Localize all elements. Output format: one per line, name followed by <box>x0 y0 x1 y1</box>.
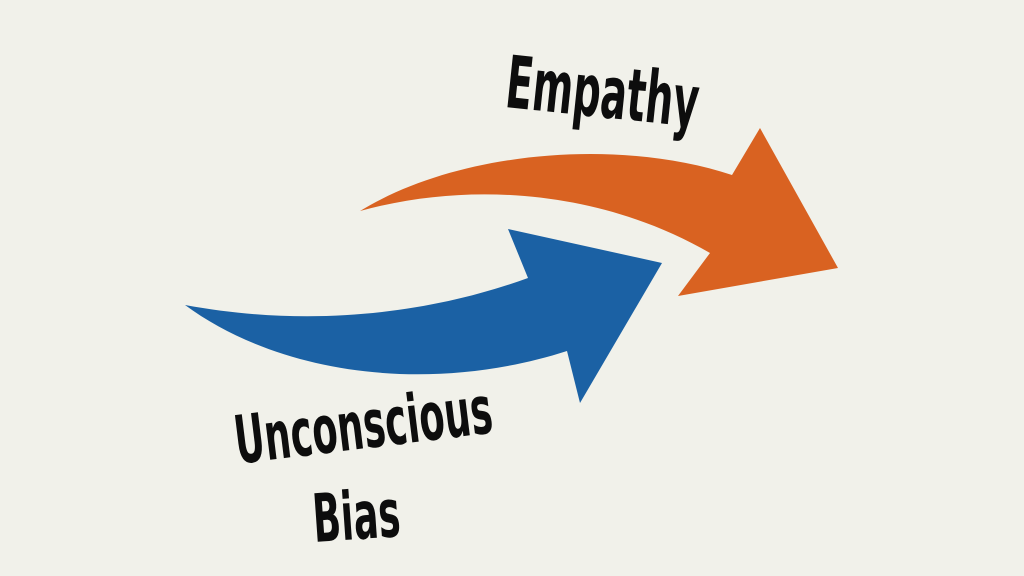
orange-arrow <box>360 128 838 296</box>
bias-label: Bias <box>310 474 403 558</box>
empathy-label: Empathy <box>502 40 703 144</box>
blue-arrow <box>185 229 662 403</box>
